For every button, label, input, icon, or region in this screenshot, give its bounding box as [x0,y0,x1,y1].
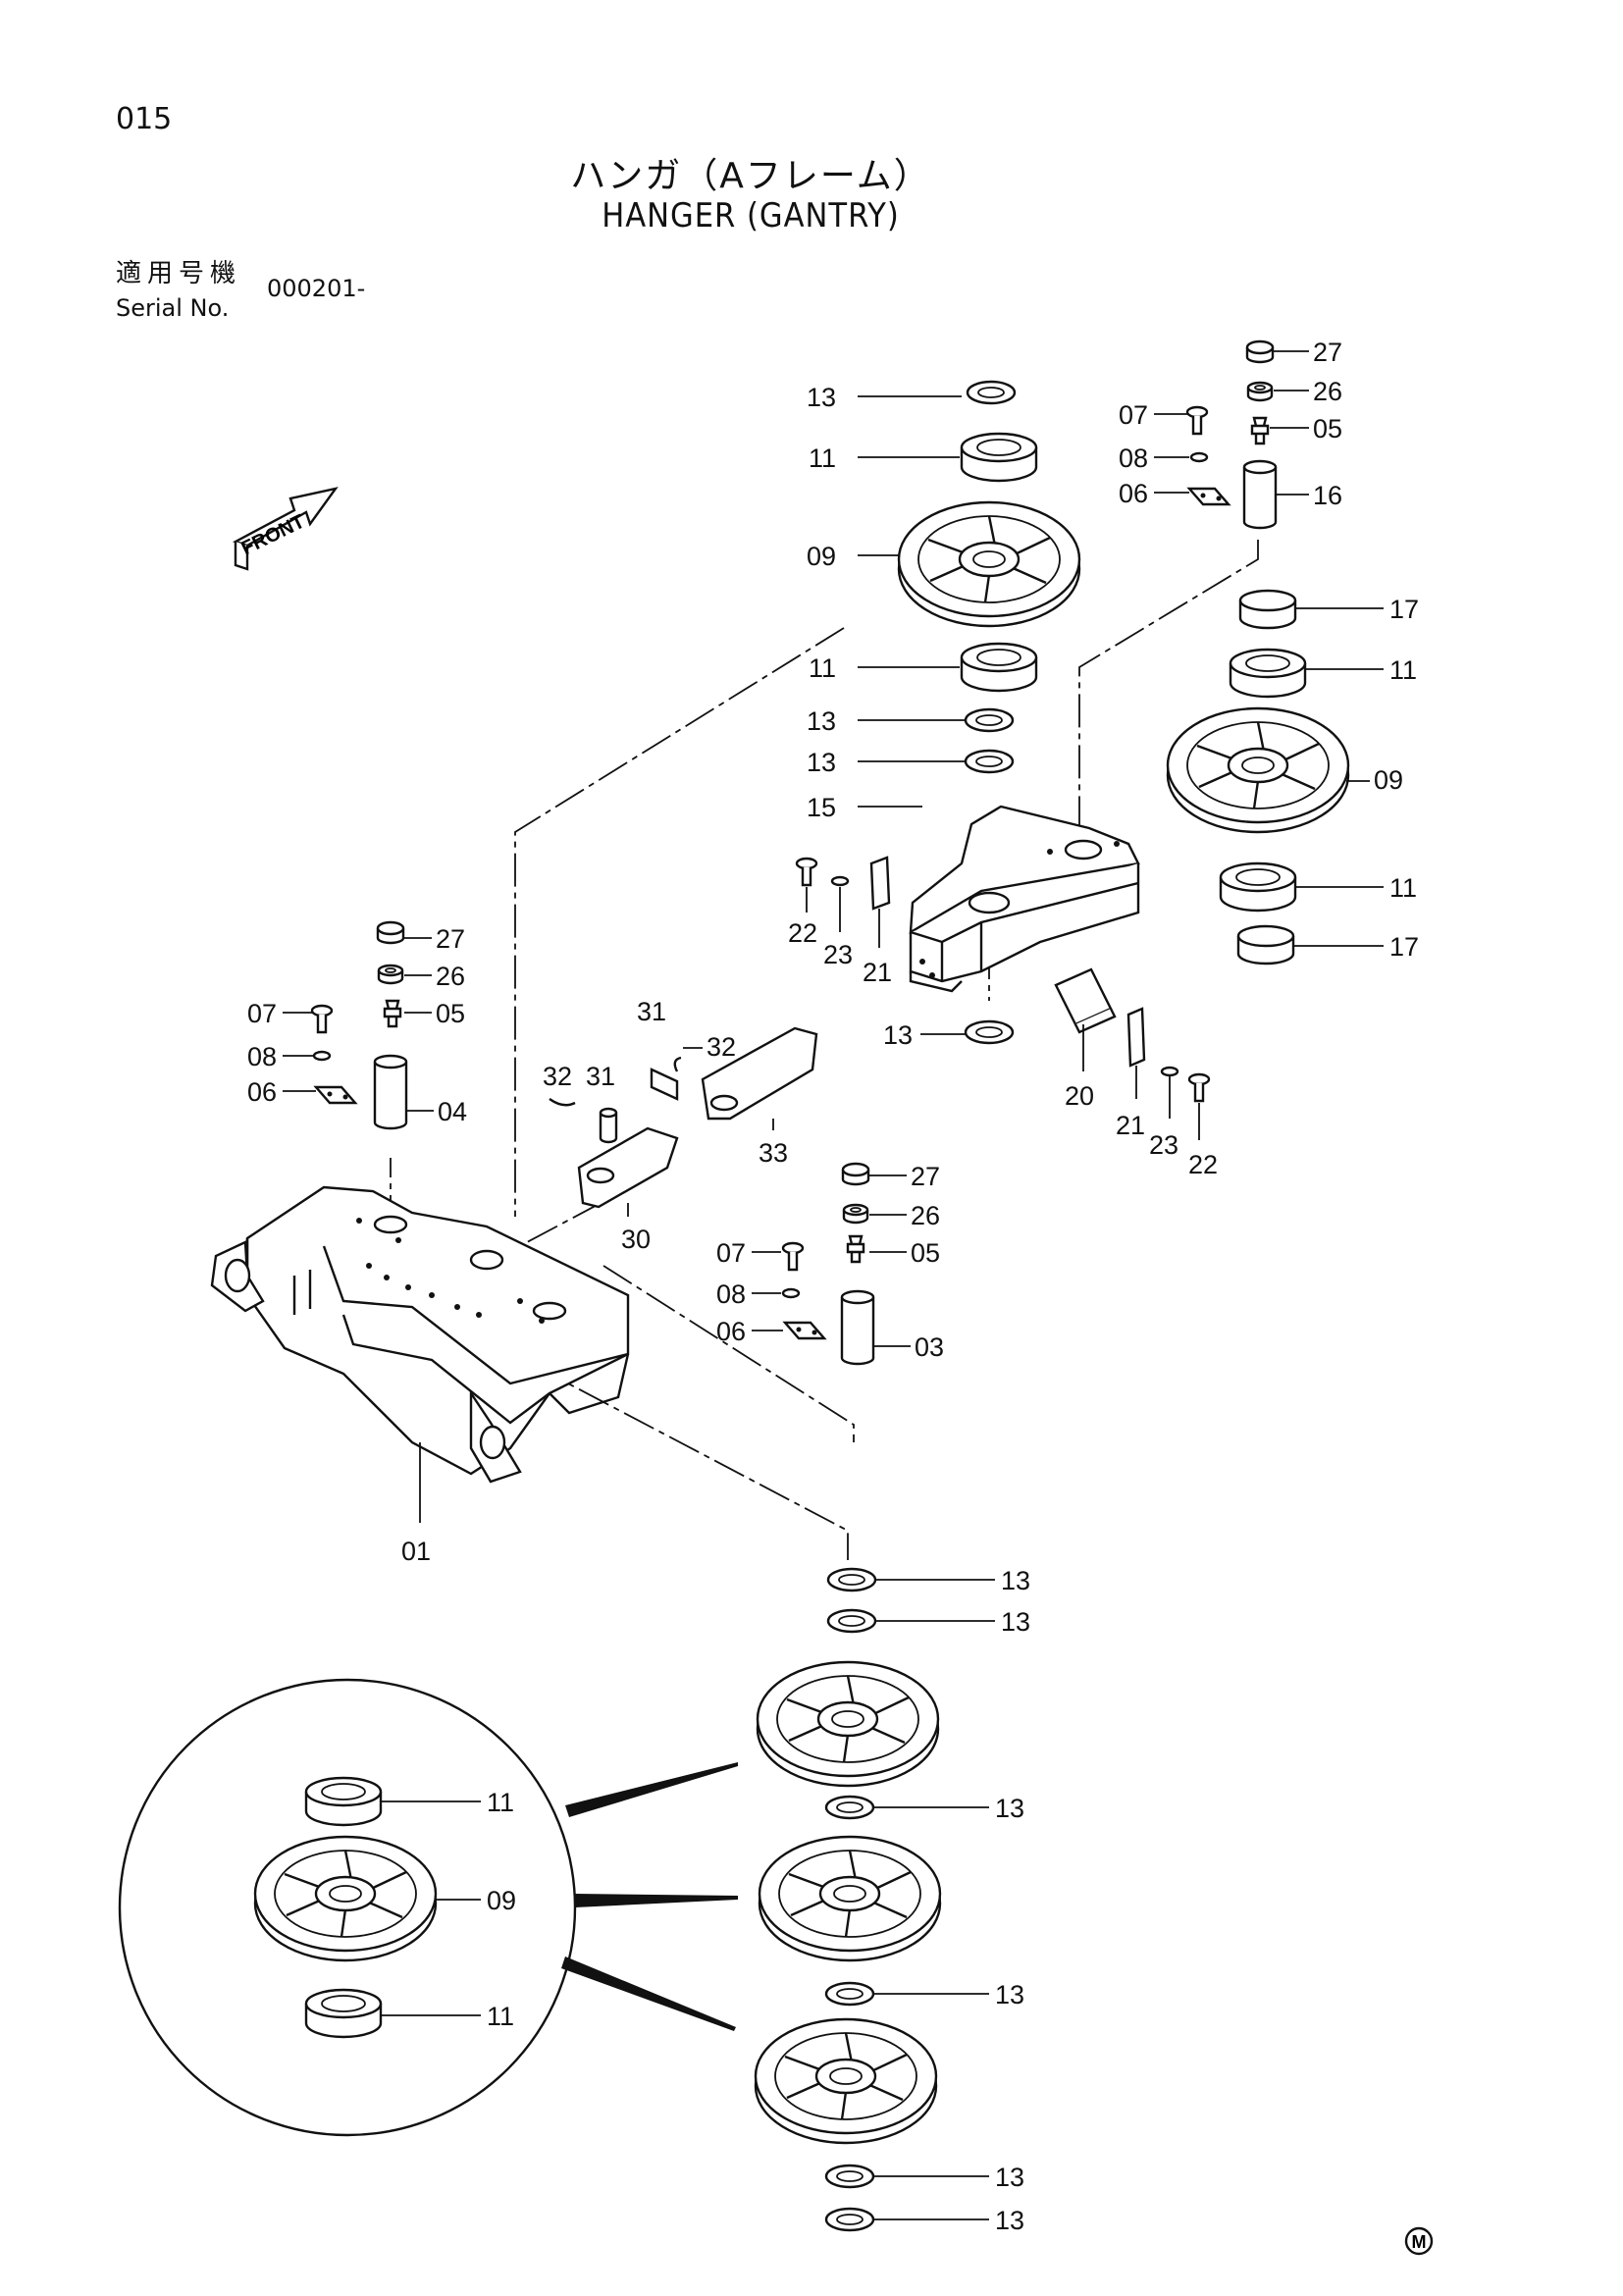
part-callout-31: 31 [586,1062,615,1091]
part-callout-07: 07 [247,999,277,1028]
part-callout-27: 27 [436,924,465,954]
part-callout-15: 15 [807,793,836,822]
page-title-japanese: ハンガ（Aフレーム） [570,156,931,196]
part-callout-08: 08 [716,1279,746,1309]
part-callout-08: 08 [1119,444,1148,473]
part-callout-21: 21 [1116,1111,1145,1140]
part-callout-27: 27 [1313,338,1342,367]
part-callout-11: 11 [1389,655,1417,685]
part-callout-13: 13 [807,748,836,777]
serial-label-japanese: 適用号機 [116,259,242,288]
page-title-english: HANGER (GANTRY) [602,196,900,235]
part-callout-11: 11 [809,653,836,683]
part-callout-05: 05 [436,999,465,1028]
part-callout-07: 07 [1119,400,1148,430]
mark-letter: M [1412,2232,1427,2252]
part-callout-23: 23 [1149,1130,1178,1160]
manufacturer-mark: M [1404,2226,1434,2256]
part-callout-06: 06 [716,1317,746,1346]
part-callout-17: 17 [1389,932,1419,962]
part-callout-11: 11 [1389,873,1417,903]
part-callout-13: 13 [995,2206,1024,2235]
part-callout-13: 13 [995,1794,1024,1823]
pin-assembly-03 [781,1162,875,1366]
part-callout-26: 26 [436,962,465,991]
part-callout-13: 13 [807,706,836,736]
side-hardware [795,856,1211,1103]
part-callout-08: 08 [247,1042,277,1071]
part-callout-07: 07 [716,1238,746,1268]
part-callout-04: 04 [438,1097,467,1126]
gantry-base-frame [210,1185,630,1484]
part-callout-05: 05 [911,1238,940,1268]
part-callout-13: 13 [807,383,836,412]
page-number: 015 [116,102,173,136]
part-callout-13: 13 [995,2163,1024,2192]
right-sheave-stack [1166,339,1350,965]
part-callout-13: 13 [995,1980,1024,2009]
part-callout-01: 01 [401,1537,431,1566]
front-arrow-icon: FRONT [232,487,339,571]
part-callout-09: 09 [487,1886,516,1915]
part-callout-13: 13 [1001,1566,1030,1595]
part-callout-26: 26 [1313,377,1342,406]
part-callout-05: 05 [1313,414,1342,444]
link-plates [549,1026,818,1209]
part-callout-09: 09 [807,542,836,571]
part-callout-20: 20 [1065,1081,1094,1111]
part-callout-06: 06 [247,1077,277,1107]
part-callouts: 13 11 09 11 13 13 15 27 26 07 05 08 06 16 17 11 09 11 17 22… [247,338,1419,2235]
part-callout-17: 17 [1389,595,1419,624]
part-callout-27: 27 [911,1162,940,1191]
part-callout-32: 32 [707,1032,736,1062]
front-arrow-label: FRONT [238,511,309,560]
part-callout-26: 26 [911,1201,940,1230]
part-callout-16: 16 [1313,481,1342,510]
part-callout-32: 32 [543,1062,572,1091]
part-callout-23: 23 [823,940,853,969]
part-callout-09: 09 [1374,765,1403,795]
pin-assembly-04 [310,920,408,1130]
detail-view-sheave [118,1678,738,2137]
part-callout-11: 11 [487,1788,514,1817]
part-callout-31: 31 [637,997,666,1026]
part-callout-21: 21 [863,958,892,987]
part-callout-06: 06 [1119,479,1148,508]
serial-label-english: Serial No. [116,294,230,322]
part-callout-13: 13 [1001,1607,1030,1637]
upper-hanger-frame [909,805,1140,993]
part-callout-22: 22 [788,918,817,948]
part-callout-03: 03 [915,1332,944,1362]
part-callout-11: 11 [809,444,836,473]
part-callout-11: 11 [487,2002,514,2031]
part-callout-13: 13 [883,1020,913,1050]
lower-sheave-stack [754,1567,942,2232]
part-callout-33: 33 [759,1138,788,1168]
part-callout-30: 30 [621,1225,651,1254]
serial-number-value: 000201- [267,275,366,302]
part-callout-22: 22 [1188,1150,1218,1179]
